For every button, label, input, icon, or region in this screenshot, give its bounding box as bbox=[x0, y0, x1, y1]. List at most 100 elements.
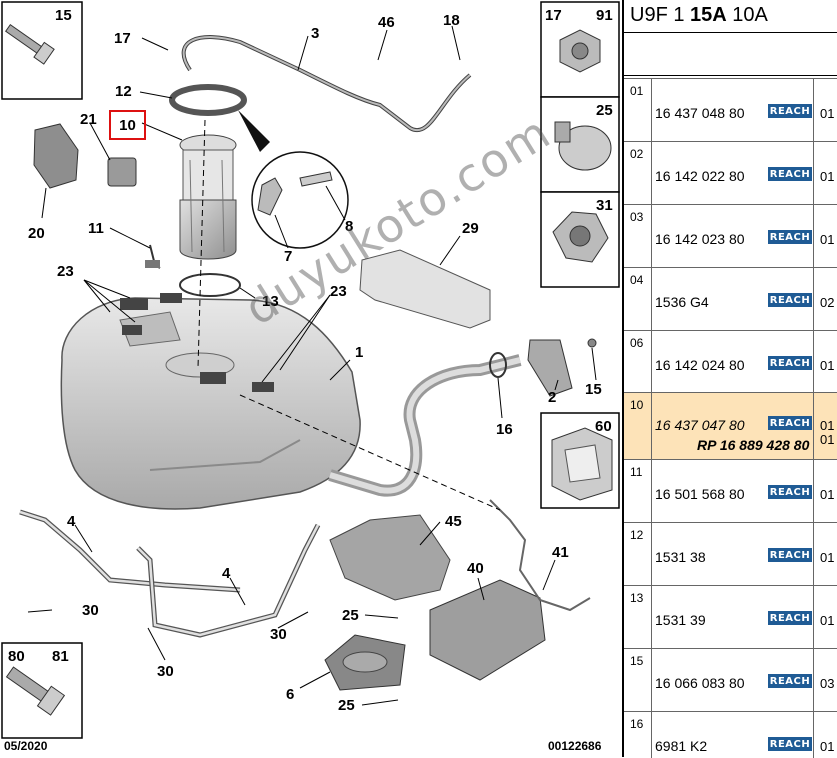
column-divider bbox=[813, 523, 814, 586]
part-number: 6981 K2 bbox=[655, 738, 708, 754]
column-divider bbox=[813, 649, 814, 712]
callout-13[interactable]: 13 bbox=[262, 293, 279, 310]
quantity: 02 bbox=[820, 295, 835, 310]
callout-23[interactable]: 23 bbox=[57, 263, 74, 280]
reach-badge[interactable]: REACH bbox=[768, 293, 812, 307]
callout-4[interactable]: 4 bbox=[67, 513, 76, 530]
reach-badge[interactable]: REACH bbox=[768, 611, 812, 625]
part-number: 1531 38 bbox=[655, 549, 706, 565]
callout-2[interactable]: 2 bbox=[548, 389, 557, 406]
inset-label-81: 81 bbox=[52, 648, 69, 665]
reach-badge[interactable]: REACH bbox=[768, 737, 812, 751]
callout-29[interactable]: 29 bbox=[462, 220, 479, 237]
fuel-tank-1 bbox=[60, 297, 361, 510]
inset-label-17: 17 bbox=[545, 7, 562, 24]
connector-7 bbox=[257, 177, 283, 216]
reach-badge[interactable]: REACH bbox=[768, 356, 812, 370]
column-divider bbox=[651, 268, 652, 331]
part-row-04[interactable]: 04 1536 G4 REACH 02 bbox=[624, 267, 837, 331]
callout-30[interactable]: 30 bbox=[82, 602, 99, 619]
callout-10-selected[interactable]: 10 bbox=[109, 110, 146, 140]
part-number: 1536 G4 bbox=[655, 294, 709, 310]
callout-30c[interactable]: 30 bbox=[157, 663, 174, 680]
callout-3[interactable]: 3 bbox=[311, 25, 320, 42]
column-divider bbox=[813, 268, 814, 331]
callout-11[interactable]: 11 bbox=[88, 220, 104, 237]
reach-badge[interactable]: REACH bbox=[768, 416, 812, 430]
row-index: 10 bbox=[630, 398, 644, 412]
reach-badge[interactable]: REACH bbox=[768, 167, 812, 181]
reach-badge[interactable]: REACH bbox=[768, 230, 812, 244]
callout-6[interactable]: 6 bbox=[286, 686, 295, 703]
callout-12[interactable]: 12 bbox=[115, 83, 132, 100]
column-divider bbox=[813, 460, 814, 523]
bolt-15-icon bbox=[5, 24, 55, 65]
callout-16[interactable]: 16 bbox=[496, 421, 513, 438]
bolt-80-icon bbox=[5, 666, 66, 716]
row-index: 13 bbox=[630, 591, 644, 605]
column-divider bbox=[651, 460, 652, 523]
callout-8[interactable]: 8 bbox=[345, 218, 354, 235]
pad-23 bbox=[160, 293, 182, 303]
callout-15[interactable]: 15 bbox=[585, 381, 602, 398]
callout-23b[interactable]: 23 bbox=[330, 283, 347, 300]
sensor-11 bbox=[145, 260, 160, 268]
callout-21[interactable]: 21 bbox=[80, 111, 97, 128]
column-divider bbox=[651, 586, 652, 649]
quantity: 01 bbox=[820, 418, 835, 433]
column-divider bbox=[813, 205, 814, 268]
reach-badge[interactable]: REACH bbox=[768, 548, 812, 562]
column-divider bbox=[813, 586, 814, 649]
callout-1[interactable]: 1 bbox=[355, 344, 364, 361]
row-index: 01 bbox=[630, 84, 644, 98]
quantity: 01 bbox=[820, 550, 835, 565]
column-divider bbox=[651, 649, 652, 712]
part-number: 16 437 047 80 bbox=[655, 417, 745, 433]
bracket-29 bbox=[359, 249, 491, 329]
callout-30b[interactable]: 30 bbox=[270, 626, 287, 643]
replacement-quantity: 01 bbox=[820, 432, 835, 447]
pad-23 bbox=[252, 382, 274, 392]
reach-badge[interactable]: REACH bbox=[768, 674, 812, 688]
row-index: 15 bbox=[630, 654, 644, 668]
inset-label-31: 31 bbox=[596, 197, 613, 214]
reach-badge[interactable]: REACH bbox=[768, 104, 812, 118]
column-divider bbox=[813, 712, 814, 758]
divider bbox=[624, 32, 837, 33]
callout-45[interactable]: 45 bbox=[445, 513, 462, 530]
row-index: 02 bbox=[630, 147, 644, 161]
nut-17-icon bbox=[559, 29, 601, 73]
callout-46[interactable]: 46 bbox=[378, 14, 395, 31]
reach-badge[interactable]: REACH bbox=[768, 485, 812, 499]
row-index: 06 bbox=[630, 336, 644, 350]
canister-40 bbox=[429, 579, 546, 681]
callout-20[interactable]: 20 bbox=[28, 225, 45, 242]
callout-17[interactable]: 17 bbox=[114, 30, 131, 47]
replacement-part-number: RP 16 889 428 80 bbox=[697, 437, 810, 453]
nut-31-icon bbox=[552, 211, 609, 263]
part-row-10[interactable]: 10 16 437 047 80 REACH 01 RP 16 889 428 80 01 bbox=[624, 392, 837, 460]
heat-shield-45 bbox=[329, 514, 451, 601]
diagram-date: 05/2020 bbox=[4, 739, 48, 753]
pad-23 bbox=[200, 372, 226, 384]
callout-18[interactable]: 18 bbox=[443, 12, 460, 29]
callout-41[interactable]: 41 bbox=[552, 544, 569, 561]
row-index: 04 bbox=[630, 273, 644, 287]
callout-4b[interactable]: 4 bbox=[222, 565, 231, 582]
part-number: 1531 39 bbox=[655, 612, 706, 628]
callout-40[interactable]: 40 bbox=[467, 560, 484, 577]
callout-25b[interactable]: 25 bbox=[338, 697, 355, 714]
callout-7[interactable]: 7 bbox=[284, 248, 293, 265]
callout-25[interactable]: 25 bbox=[342, 607, 359, 624]
quantity: 01 bbox=[820, 106, 835, 121]
